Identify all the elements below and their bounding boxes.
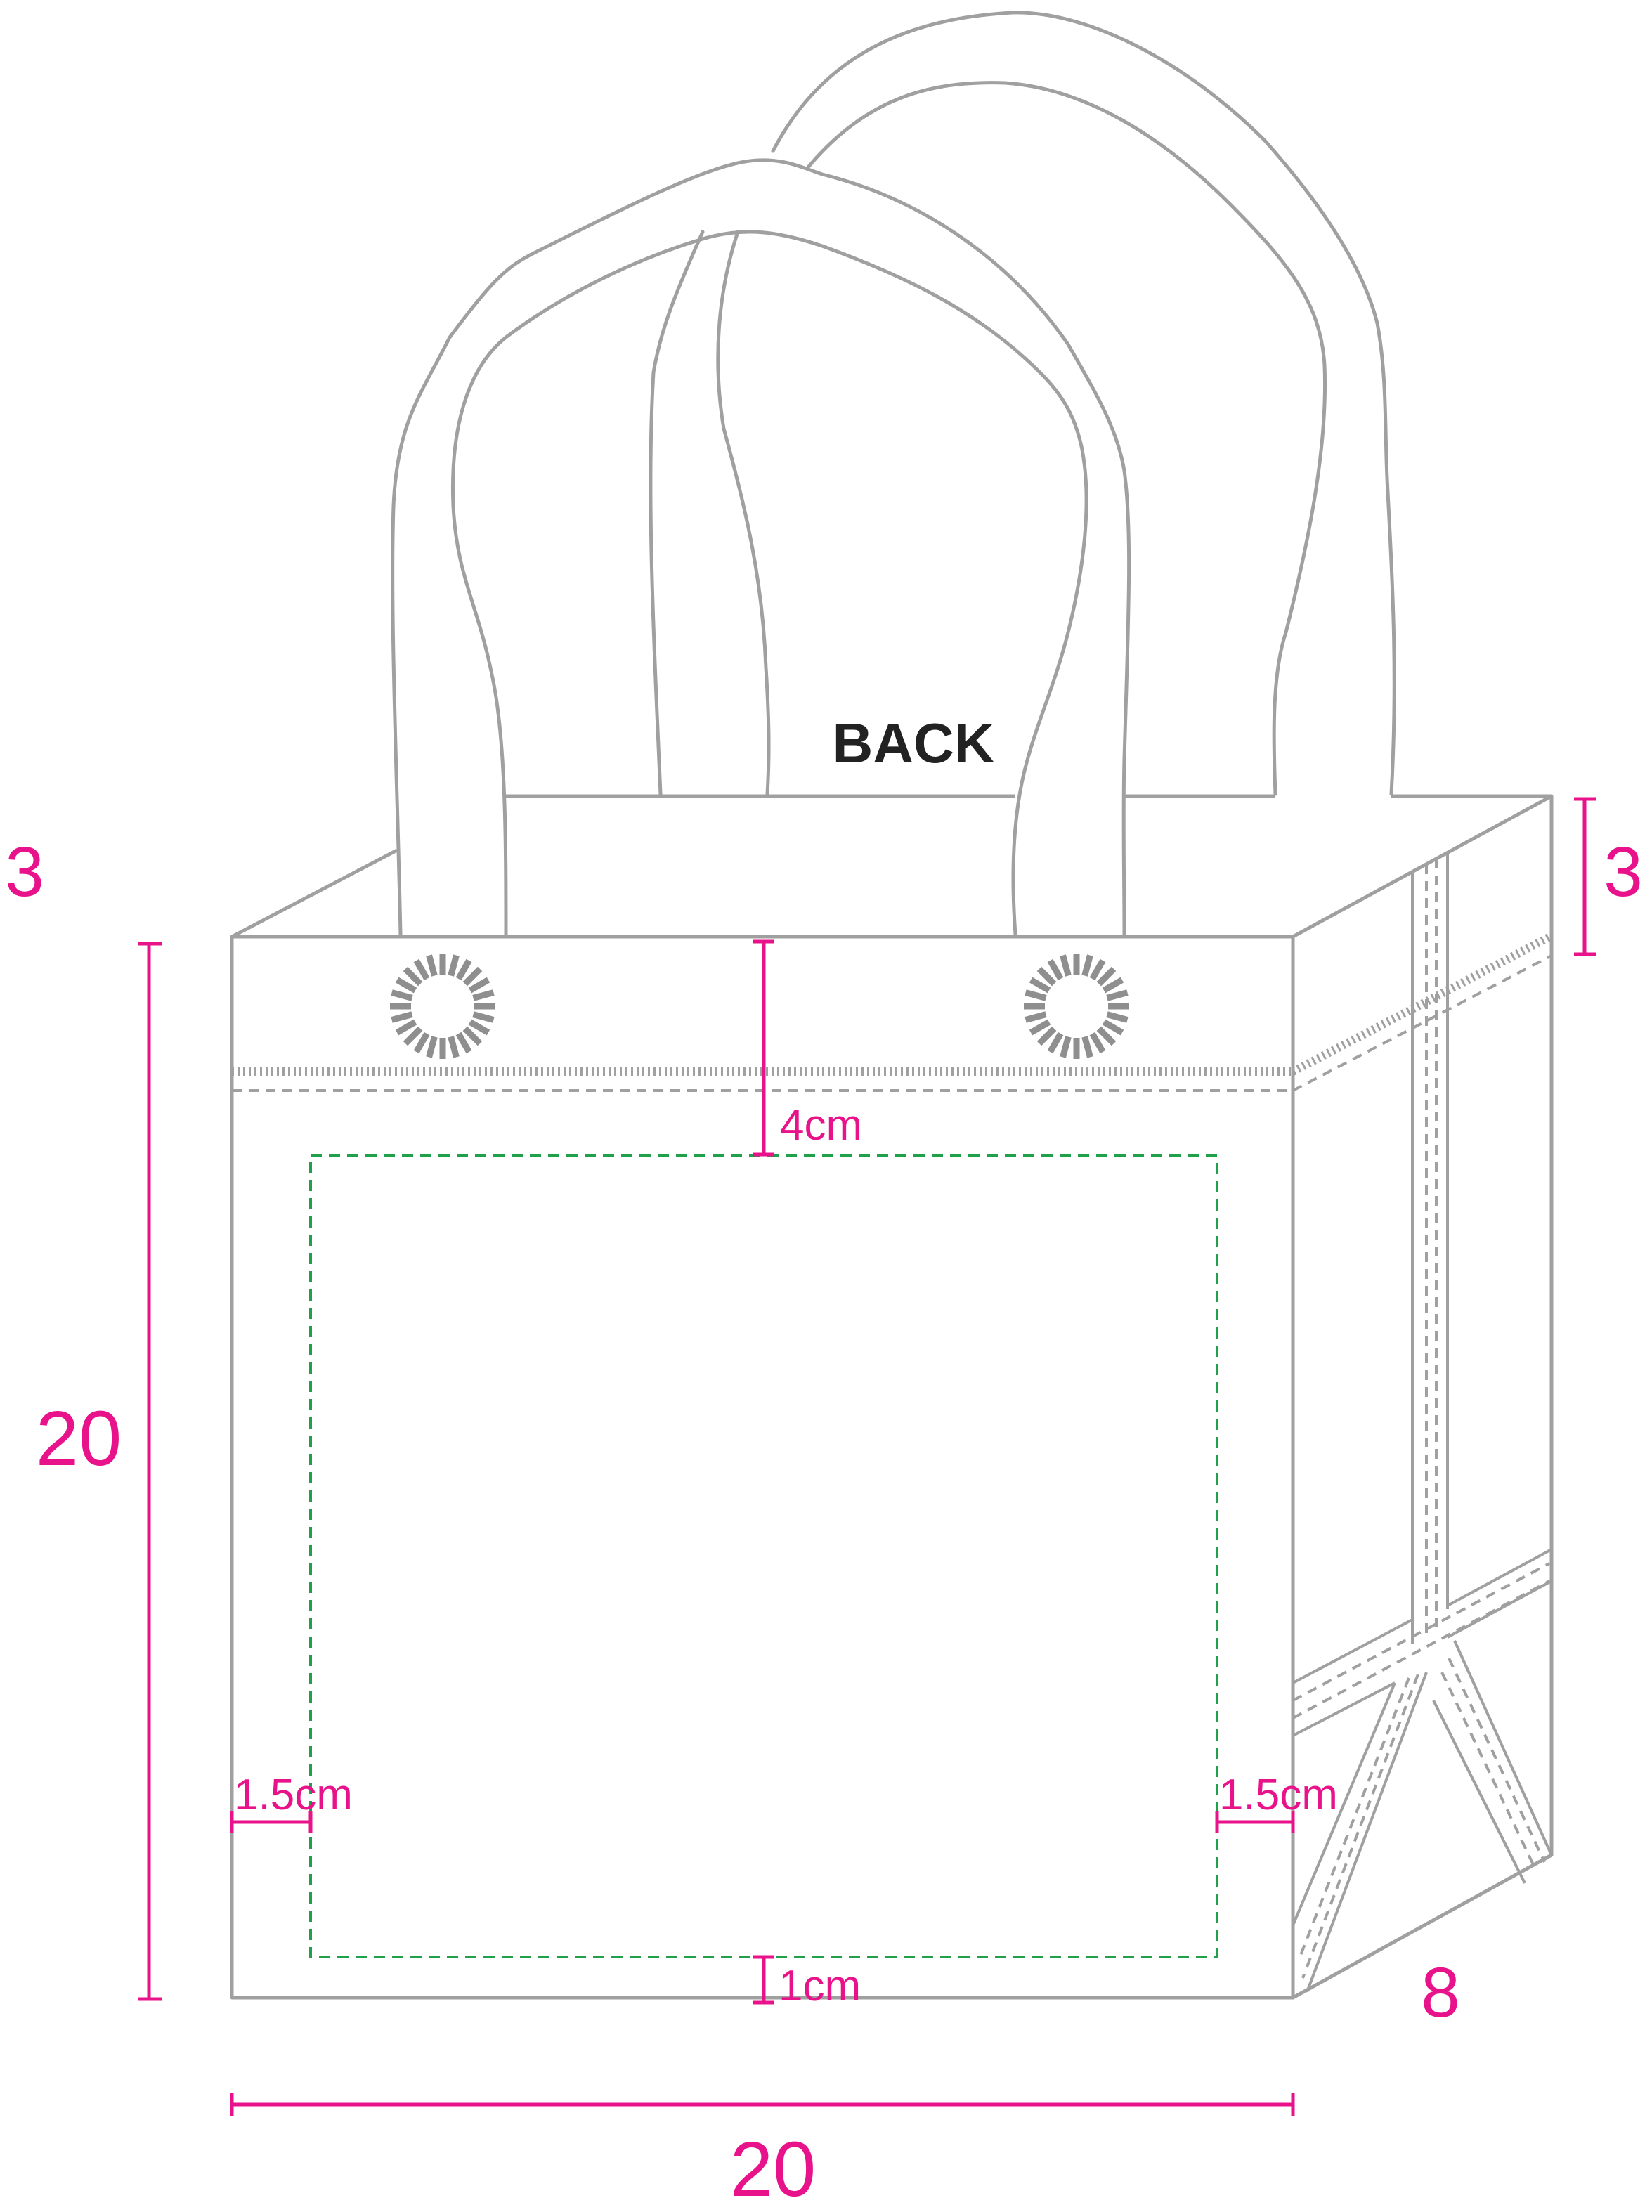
height-dimension-line bbox=[138, 942, 162, 2001]
eyelet-dash bbox=[1029, 977, 1051, 994]
eyelet-dash bbox=[448, 954, 460, 977]
side-gusset bbox=[1292, 854, 1553, 1993]
eyelet-dash bbox=[1036, 1026, 1057, 1046]
eyelet-dash bbox=[395, 977, 417, 994]
eyelet-dash bbox=[1102, 977, 1124, 994]
front-handle-outer bbox=[391, 158, 1131, 937]
eyelet-dash bbox=[1047, 1032, 1064, 1054]
eyelet-dash bbox=[1089, 958, 1106, 981]
eyelet-dash bbox=[1025, 989, 1047, 1001]
eyelet-dash bbox=[395, 1019, 417, 1036]
eyelet-dash bbox=[1081, 954, 1093, 977]
depth-label: 8 bbox=[1421, 1953, 1460, 2032]
back-handle-left-leg-outer bbox=[649, 230, 705, 796]
eyelet-dash bbox=[1096, 966, 1117, 987]
right-margin-label: 1.5cm bbox=[1219, 1771, 1338, 1819]
eyelet-dash bbox=[426, 1036, 438, 1058]
eyelet-dash bbox=[1060, 1036, 1072, 1058]
eyelet-dash bbox=[426, 954, 438, 977]
eyelet-left-icon bbox=[390, 954, 495, 1059]
width-label: 20 bbox=[730, 2126, 816, 2208]
side-top-seam bbox=[1291, 932, 1554, 1092]
bottom-margin-label: 1cm bbox=[779, 1962, 861, 2010]
side-label: BACK bbox=[832, 712, 994, 774]
back-handle-left-leg-inner bbox=[716, 230, 771, 796]
back-top-edge bbox=[230, 848, 398, 939]
eyelet-dash bbox=[1047, 958, 1064, 981]
top-band-dimension-line bbox=[1574, 797, 1596, 956]
eyelet-dash bbox=[391, 989, 413, 1001]
eyelet-dash bbox=[391, 1011, 413, 1023]
eyelet-dash bbox=[403, 1026, 423, 1046]
eyelet-dash bbox=[413, 958, 430, 981]
eyelet-dash bbox=[1036, 966, 1057, 987]
eyelet-dash bbox=[1096, 1026, 1117, 1046]
eyelet-dash bbox=[1102, 1019, 1124, 1036]
front-handle-inner bbox=[450, 230, 1088, 937]
eyelet-dash bbox=[413, 1032, 430, 1054]
bag-body bbox=[230, 794, 1554, 2000]
width-dimension-line bbox=[230, 2093, 1295, 2116]
right-margin-dimension-line bbox=[1215, 1811, 1295, 1833]
eyelet-dash bbox=[1060, 954, 1072, 977]
eyelet-dash bbox=[472, 989, 495, 1001]
eyelet-right-icon bbox=[1024, 954, 1129, 1059]
eyelet-dash bbox=[1029, 1019, 1051, 1036]
eyelet-dash bbox=[455, 1032, 472, 1054]
bottom-margin-dimension-line bbox=[753, 1955, 774, 2005]
eyelet-dash bbox=[468, 1019, 490, 1036]
top-margin-dimension-line bbox=[753, 939, 774, 1157]
height-label: 20 bbox=[36, 1395, 122, 1482]
eyelet-dash bbox=[1081, 1036, 1093, 1058]
eyelet-dash bbox=[462, 1026, 483, 1046]
handles bbox=[391, 11, 1396, 937]
eyelet-dash bbox=[472, 1011, 495, 1023]
eyelet-dash bbox=[1025, 1011, 1047, 1023]
back-handle-inner bbox=[806, 81, 1327, 796]
eyelet-dash bbox=[455, 958, 472, 981]
top-band-right-label: 3 bbox=[1604, 833, 1643, 911]
top-margin-label: 4cm bbox=[780, 1101, 862, 1150]
eyelet-dash bbox=[448, 1036, 460, 1058]
left-margin-dimension-line bbox=[230, 1811, 313, 1833]
left-margin-label: 1.5cm bbox=[234, 1771, 353, 1819]
eyelet-dash bbox=[468, 977, 490, 994]
back-handle-outer bbox=[771, 11, 1396, 796]
eyelet-dash bbox=[1106, 989, 1129, 1001]
print-area bbox=[309, 1154, 1218, 1958]
eyelet-dash bbox=[403, 966, 423, 987]
eyelet-dash bbox=[1106, 1011, 1129, 1023]
top-band-left-label: 3 bbox=[5, 833, 44, 911]
eyelet-dash bbox=[462, 966, 483, 987]
eyelet-dash bbox=[1089, 1032, 1106, 1054]
